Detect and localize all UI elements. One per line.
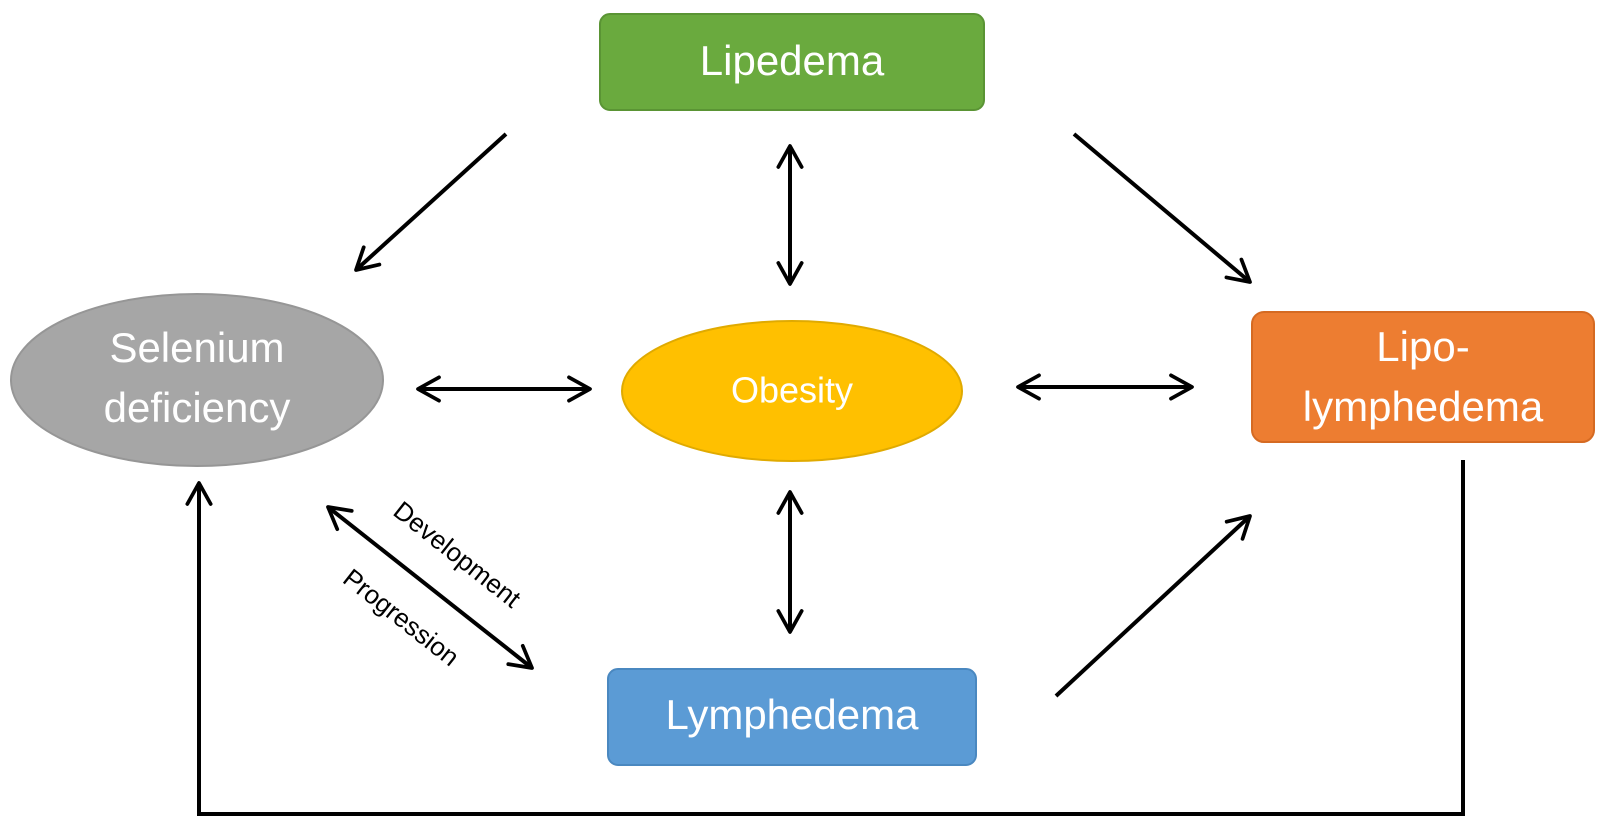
lymphedema-node: Lymphedema [607, 668, 977, 766]
lipo-lymphedema-box [1251, 311, 1595, 443]
lipedema-label: Lipedema [700, 37, 885, 84]
lymphedema-box [607, 668, 977, 766]
arrow-lymphedema-to-lipo-lymphedema [1054, 514, 1252, 698]
lipedema-box [599, 13, 985, 111]
obesity-ellipse [621, 320, 963, 462]
arrow-lipo-lymphedema-to-selenium [185, 460, 1465, 816]
arrow-lipedema-to-lipo-lymphedema [1072, 132, 1252, 284]
progression-label: Progression [338, 563, 465, 673]
lipo-lymphedema-node: Lipo- lymphedema [1251, 311, 1595, 443]
obesity-label: Obesity [731, 370, 853, 411]
development-label: Development [388, 495, 527, 614]
selenium-deficiency-node: Selenium deficiency [10, 293, 384, 467]
lipo-lymphedema-label-line1: Lipo- [1376, 323, 1469, 370]
arrow-lipedema-to-selenium [354, 132, 508, 272]
lipedema-node: Lipedema [599, 13, 985, 111]
obesity-node: Obesity [621, 320, 963, 462]
arrow-selenium-lymphedema [326, 505, 534, 670]
lymphedema-label: Lymphedema [666, 691, 920, 738]
selenium-deficiency-label-line2: deficiency [104, 384, 291, 431]
selenium-deficiency-ellipse [10, 293, 384, 467]
selenium-deficiency-label-line1: Selenium [109, 324, 284, 371]
lipo-lymphedema-label-line2: lymphedema [1303, 383, 1544, 430]
